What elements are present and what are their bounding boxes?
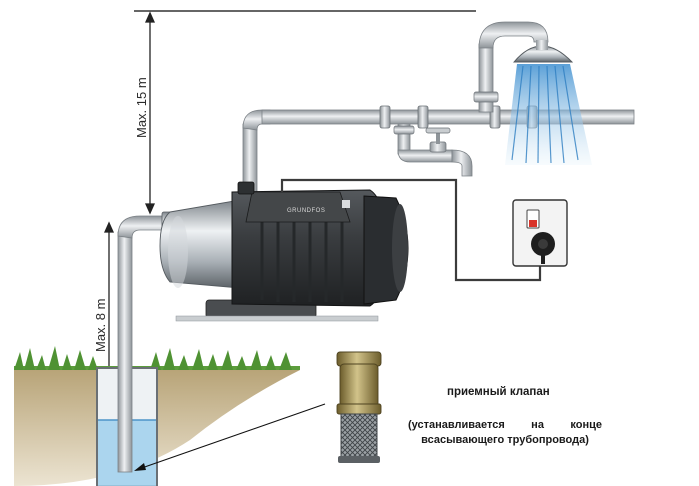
foot-valve-title: приемный клапан [447, 386, 550, 398]
foot-valve-icon [336, 351, 382, 463]
suction-pipe [117, 231, 133, 473]
pipe-coupling [417, 105, 429, 129]
faucet-icon [393, 123, 473, 177]
suction-height-label: Max. 8 m [93, 298, 108, 352]
power-cable [280, 178, 542, 282]
grass [14, 346, 292, 370]
pump [159, 181, 409, 307]
valve-pointer-line [135, 403, 326, 471]
discharge-height-label: Max. 15 m [134, 77, 149, 138]
foot-valve-note: (устанавливается на конце всасывающего т… [408, 419, 602, 446]
valve-pointer-arrowhead [134, 463, 146, 471]
control-switch-icon [512, 199, 568, 267]
shower-head-icon [473, 21, 592, 165]
cooling-fins [260, 222, 344, 302]
discharge-height-arrow [144, 11, 156, 215]
brand-mark-icon [342, 200, 350, 208]
pump-brand-label: GRUNDFOS [287, 208, 326, 214]
pipe-coupling [379, 105, 391, 129]
